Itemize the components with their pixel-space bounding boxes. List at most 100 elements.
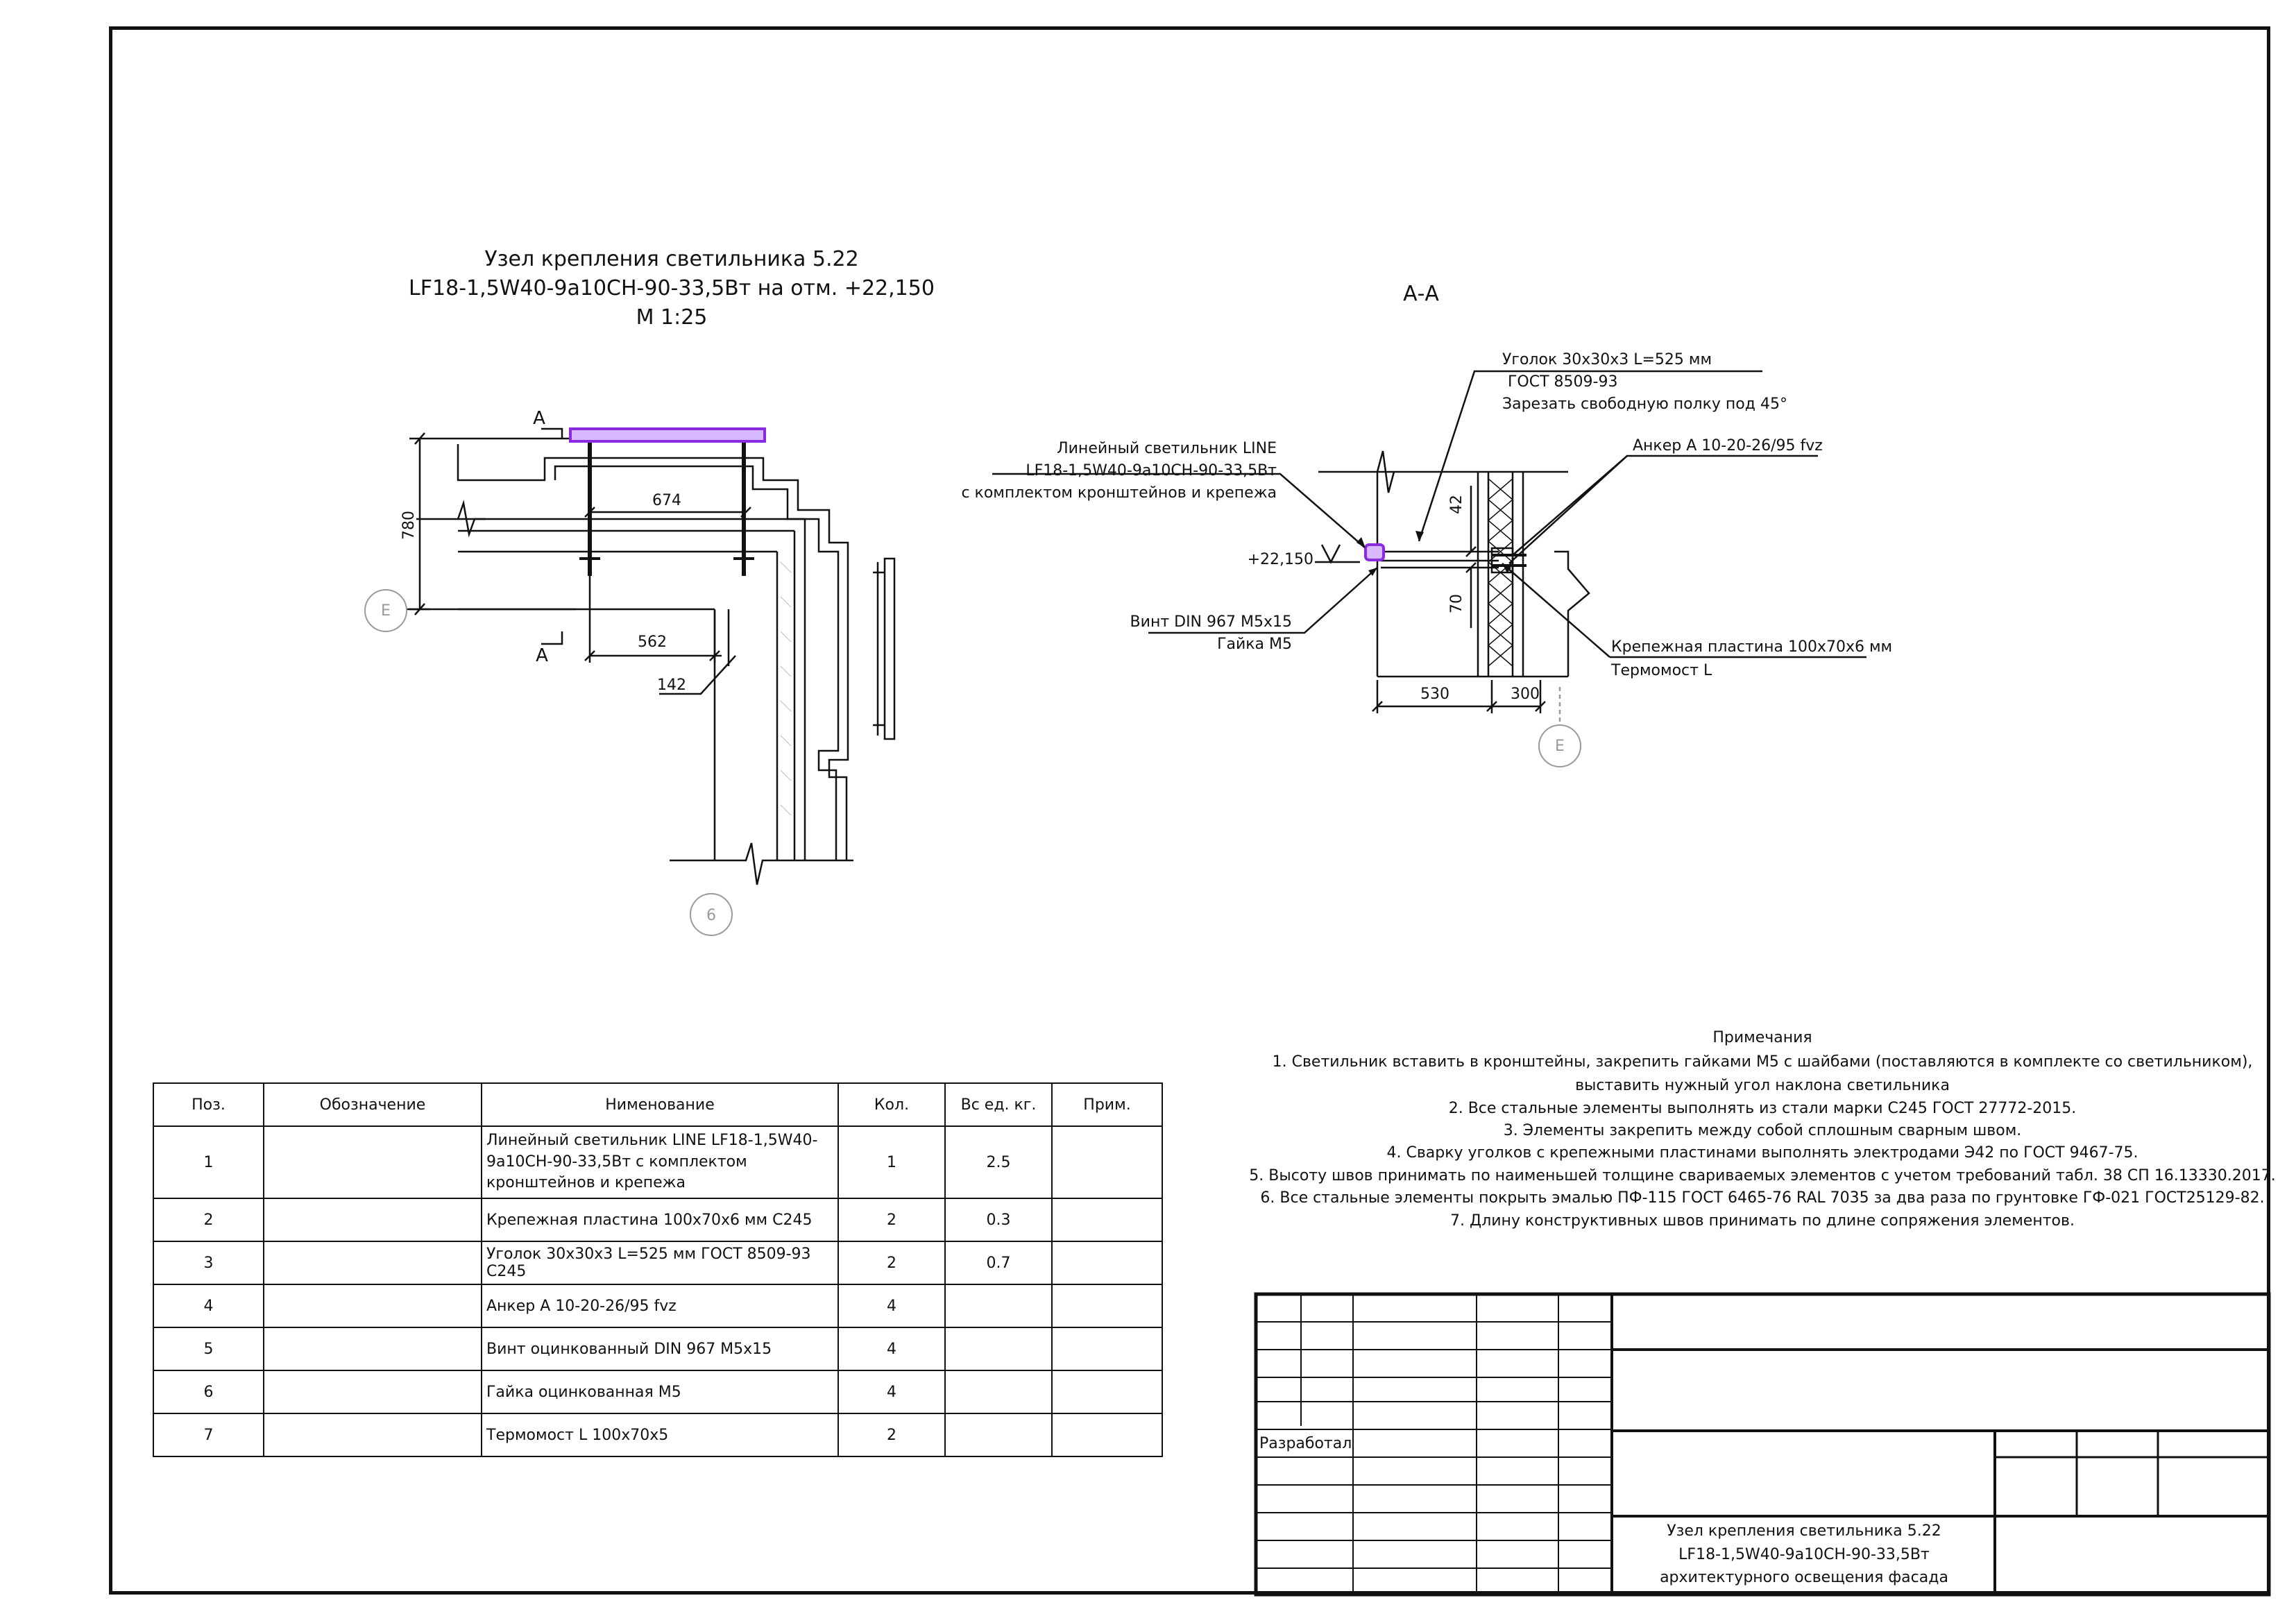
cell-code xyxy=(263,1198,482,1242)
note-line: 7. Длину конструктивных швов принимать п… xyxy=(1450,1212,2075,1230)
cell-code xyxy=(263,1125,482,1199)
cell-note xyxy=(1051,1198,1163,1242)
callout-angle-line-2: ГОСТ 8509-93 xyxy=(1508,373,1618,391)
dim-530: 530 xyxy=(1420,686,1449,703)
table-row: 1 Линейный светильник LINE LF18-1,5W40-9… xyxy=(153,1125,1163,1199)
cell-code xyxy=(263,1327,482,1371)
cell-mass: 2.5 xyxy=(944,1125,1053,1199)
drawing-title-line-1: Узел крепления светильника 5.22 xyxy=(484,247,859,271)
cell-qty: 4 xyxy=(837,1327,946,1371)
cell-pos: 2 xyxy=(153,1198,264,1242)
header-name: Нименование xyxy=(481,1082,839,1127)
dim-300: 300 xyxy=(1511,686,1540,703)
drawing-title-line-2: LF18-1,5W40-9a10CH-90-33,5Bт на отм. +22… xyxy=(409,276,935,300)
callout-nut: Гайка М5 xyxy=(1217,636,1292,653)
callout-angle-line-3: Зарезать свободную полку под 45° xyxy=(1502,396,1787,413)
section-mark-top: А xyxy=(533,408,545,429)
header-mass: Вс ед. кг. xyxy=(944,1082,1053,1127)
sheet-title-line-1: Узел крепления светильника 5.22 xyxy=(1667,1522,1941,1540)
dim-142: 142 xyxy=(657,677,686,694)
note-line: 3. Элементы закрепить между собой сплошн… xyxy=(1503,1122,2022,1139)
cell-note xyxy=(1051,1370,1163,1414)
cell-mass xyxy=(944,1413,1053,1457)
cell-note xyxy=(1051,1125,1163,1199)
dim-562: 562 xyxy=(638,634,667,651)
notes-title: Примечания xyxy=(1712,1029,1812,1046)
cell-name: Уголок 30х30х3 L=525 мм ГОСТ 8509-93 С24… xyxy=(481,1241,839,1285)
table-row: 5 Винт оцинкованный DIN 967 M5x15 4 xyxy=(153,1327,1163,1371)
callout-plate: Крепежная пластина 100х70х6 мм xyxy=(1611,638,1893,656)
sheet-title-line-2: LF18-1,5W40-9a10CH-90-33,5Bт xyxy=(1678,1546,1930,1563)
cell-mass: 0.7 xyxy=(944,1241,1053,1285)
cell-qty: 2 xyxy=(837,1241,946,1285)
callout-screw: Винт DIN 967 M5x15 xyxy=(1130,613,1292,631)
cell-mass xyxy=(944,1370,1053,1414)
axis-6-label: 6 xyxy=(706,907,716,924)
axis-e-label: Е xyxy=(381,602,391,620)
cell-qty: 2 xyxy=(837,1413,946,1457)
note-line: 2. Все стальные элементы выполнять из ст… xyxy=(1448,1100,2077,1117)
cell-pos: 7 xyxy=(153,1413,264,1457)
sheet-title-line-3: архитектурного освещения фасада xyxy=(1660,1569,1948,1586)
cell-note xyxy=(1051,1241,1163,1285)
cell-code xyxy=(263,1284,482,1328)
cell-note xyxy=(1051,1413,1163,1457)
cell-qty: 4 xyxy=(837,1284,946,1328)
header-note: Прим. xyxy=(1051,1082,1163,1127)
lamp-body xyxy=(569,427,766,443)
cell-pos: 6 xyxy=(153,1370,264,1414)
cell-name: Термомост L 100х70х5 xyxy=(481,1413,839,1457)
callout-anchor: Анкер А 10-20-26/95 fvz xyxy=(1633,437,1823,454)
lamp-section xyxy=(1364,543,1385,561)
cell-name: Линейный светильник LINE LF18-1,5W40-9a1… xyxy=(481,1125,839,1199)
header-code: Обозначение xyxy=(263,1082,482,1127)
drawing-title-line-3: М 1:25 xyxy=(636,305,708,330)
developed-by-label: Разработал xyxy=(1259,1435,1352,1452)
cell-pos: 1 xyxy=(153,1125,264,1199)
section-mark-bottom: А xyxy=(536,645,548,666)
callout-lamp-line-2: LF18-1,5W40-9a10CH-90-33,5Bт xyxy=(1026,462,1277,479)
section-title: А-А xyxy=(1403,282,1439,306)
cell-mass xyxy=(944,1284,1053,1328)
cell-code xyxy=(263,1370,482,1414)
cell-note xyxy=(1051,1327,1163,1371)
cell-mass xyxy=(944,1327,1053,1371)
cell-pos: 5 xyxy=(153,1327,264,1371)
callout-lamp-line-3: с комплектом кронштейнов и крепежа xyxy=(961,484,1277,502)
cell-code xyxy=(263,1241,482,1285)
header-pos: Поз. xyxy=(153,1082,264,1127)
note-line: 1. Светильник вставить в кронштейны, зак… xyxy=(1272,1053,2253,1071)
elevation-mark: +22,150 xyxy=(1247,551,1313,568)
note-line: 5. Высоту швов принимать по наименьшей т… xyxy=(1249,1167,2276,1184)
drawing-frame xyxy=(109,26,2270,1595)
section-axis-e: Е xyxy=(1555,738,1565,755)
cell-pos: 3 xyxy=(153,1241,264,1285)
cell-name: Гайка оцинкованная М5 xyxy=(481,1370,839,1414)
cell-code xyxy=(263,1413,482,1457)
table-row: 6 Гайка оцинкованная М5 4 xyxy=(153,1370,1163,1414)
note-line: выставить нужный угол наклона светильник… xyxy=(1575,1077,1950,1094)
cell-qty: 1 xyxy=(837,1125,946,1199)
table-row: 2 Крепежная пластина 100х70х6 мм С245 2 … xyxy=(153,1198,1163,1242)
cell-name: Винт оцинкованный DIN 967 M5x15 xyxy=(481,1327,839,1371)
note-line: 4. Сварку уголков с крепежными пластинам… xyxy=(1386,1144,2138,1162)
note-line: 6. Все стальные элементы покрыть эмалью … xyxy=(1260,1189,2265,1207)
table-header-row: Поз. Обозначение Нименование Кол. Вс ед.… xyxy=(153,1082,1163,1127)
dim-674: 674 xyxy=(652,492,681,509)
table-row: 4 Анкер А 10-20-26/95 fvz 4 xyxy=(153,1284,1163,1328)
callout-angle-line-1: Уголок 30х30х3 L=525 мм xyxy=(1502,351,1712,368)
callout-lamp-line-1: Линейный светильник LINE xyxy=(1057,440,1277,457)
callout-thermobridge: Термомост L xyxy=(1611,662,1712,679)
cell-name: Анкер А 10-20-26/95 fvz xyxy=(481,1284,839,1328)
table-row: 7 Термомост L 100х70х5 2 xyxy=(153,1413,1163,1457)
cell-pos: 4 xyxy=(153,1284,264,1328)
header-qty: Кол. xyxy=(837,1082,946,1127)
table-row: 3 Уголок 30х30х3 L=525 мм ГОСТ 8509-93 С… xyxy=(153,1241,1163,1285)
cell-qty: 4 xyxy=(837,1370,946,1414)
cell-qty: 2 xyxy=(837,1198,946,1242)
cell-note xyxy=(1051,1284,1163,1328)
specification-table: Поз. Обозначение Нименование Кол. Вс ед.… xyxy=(153,1082,1163,1457)
